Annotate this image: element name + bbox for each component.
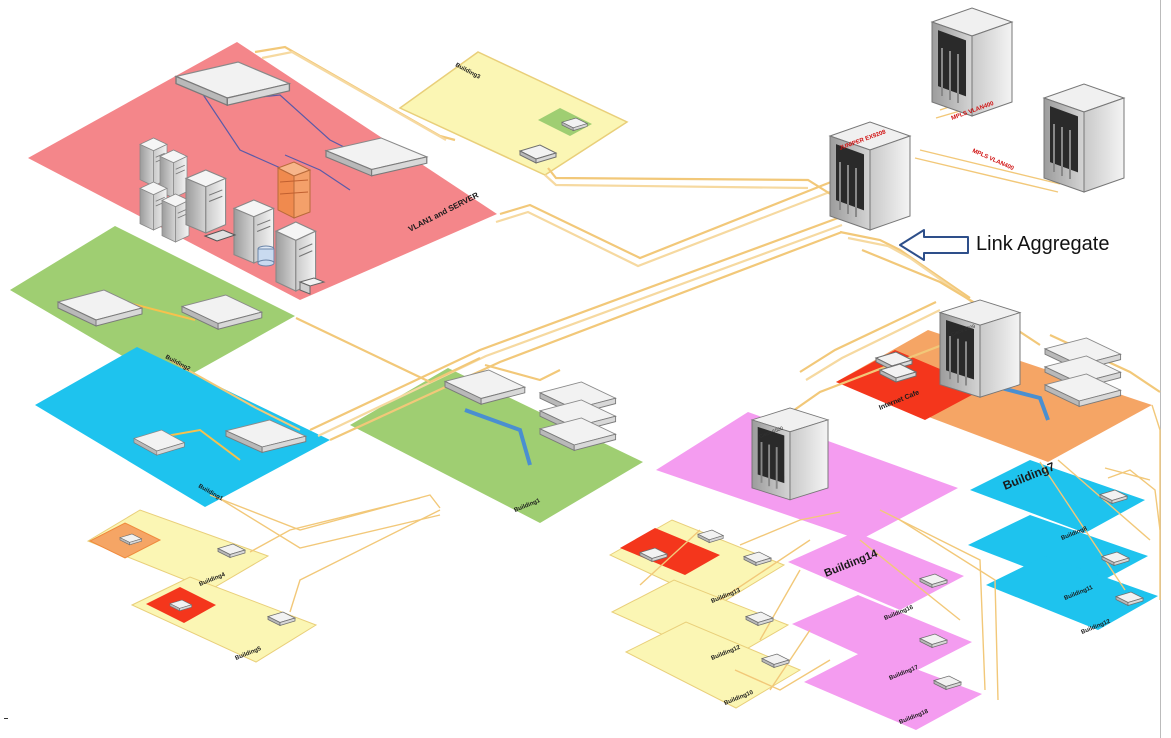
zone-building3 bbox=[398, 51, 629, 176]
arrow-left-icon bbox=[899, 229, 969, 261]
server-tower-icon bbox=[185, 169, 227, 234]
database-icon bbox=[257, 245, 275, 267]
zone-building12-cyan bbox=[986, 556, 1158, 630]
link-aggregate-callout: Link Aggregate bbox=[899, 229, 1109, 261]
corner-tick-mark bbox=[4, 718, 8, 719]
zone-building1-cyan bbox=[35, 347, 330, 507]
core-router-icon bbox=[931, 7, 1013, 117]
zone-building10 bbox=[624, 621, 802, 709]
zone-vlan1-server bbox=[28, 42, 497, 300]
zones-layer bbox=[10, 42, 1158, 730]
server-tower-icon bbox=[161, 193, 190, 243]
zone-building11 bbox=[968, 515, 1148, 590]
core-chassis-icon bbox=[751, 407, 829, 501]
right-border-line bbox=[1160, 0, 1161, 738]
zone-building13-red bbox=[620, 528, 720, 575]
keyboard-icon bbox=[203, 229, 237, 242]
core-chassis-icon bbox=[939, 299, 1021, 399]
zone-building17 bbox=[792, 595, 972, 676]
zone-building1-green bbox=[350, 368, 643, 523]
zone-building18 bbox=[804, 650, 982, 730]
link-aggregate-label: Link Aggregate bbox=[976, 233, 1109, 255]
mpls-link-label: MPLS VLAN400 bbox=[971, 148, 1015, 172]
firewall-icon bbox=[276, 161, 312, 219]
monitor-icon bbox=[298, 277, 326, 295]
zone-building2 bbox=[10, 226, 295, 385]
devices-layer bbox=[57, 7, 1144, 690]
zone-building16 bbox=[788, 532, 964, 610]
zone-building8 bbox=[970, 460, 1145, 533]
core-router-icon bbox=[1043, 83, 1125, 193]
zone-internet-cafe-red bbox=[836, 350, 985, 420]
